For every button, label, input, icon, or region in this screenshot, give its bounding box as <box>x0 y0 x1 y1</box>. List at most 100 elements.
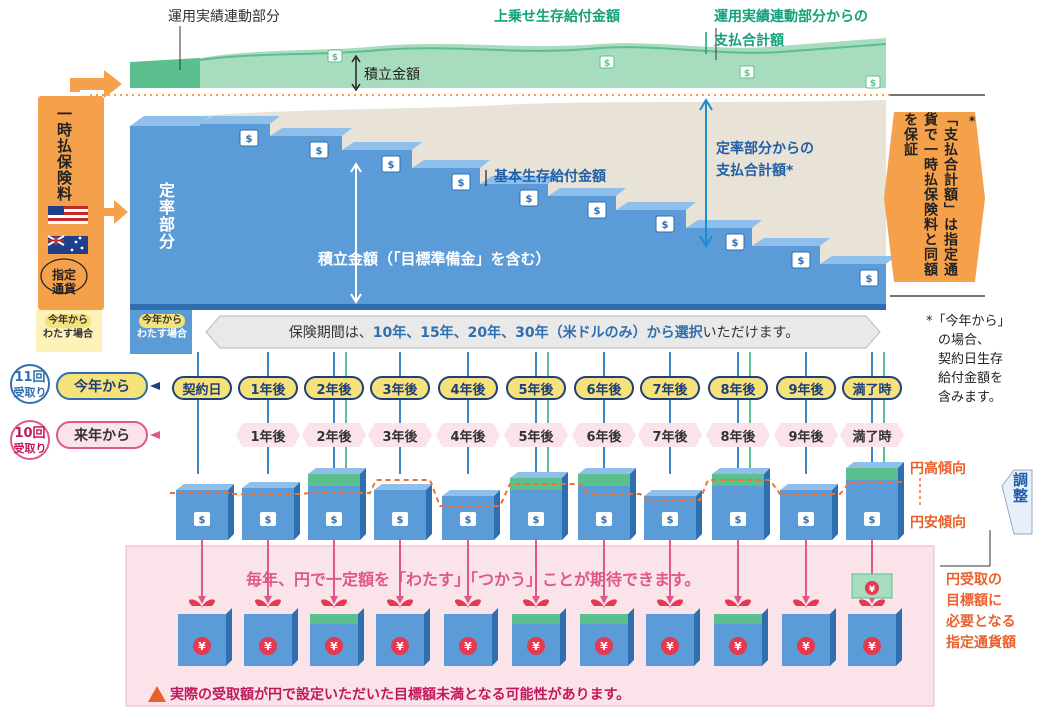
warning-line: 実際の受取額が円で設定いただいた目標額未満となる可能性があります。 <box>148 684 630 704</box>
premium-label: 一時払保険料 <box>55 106 73 202</box>
yen-icon: ¥ <box>734 640 742 653</box>
row1-item: 5年後 <box>506 376 566 400</box>
final-yen-coin <box>865 581 879 595</box>
fixed-step-top <box>820 256 896 264</box>
footnote-line-4: 給付金額を <box>938 371 1004 386</box>
period-highlight: 10年、15年、20年、30年（米ドルのみ）から選択 <box>372 325 703 341</box>
fixed-dollar-box <box>859 269 879 287</box>
warning-text: 実際の受取額が円で設定いただいた目標額未満となる可能性があります。 <box>170 687 631 703</box>
dollar-icon: $ <box>662 220 669 231</box>
yen-flow-arrowhead <box>464 596 472 604</box>
currency-box-side <box>832 484 838 540</box>
us-flag-stripe <box>48 206 88 209</box>
dollar-icon: $ <box>533 515 540 526</box>
gift-bow <box>522 599 550 608</box>
dollar-icon: $ <box>316 146 323 157</box>
currency-box-dollar-bg <box>326 512 342 526</box>
fixed-step-top <box>686 220 762 228</box>
gift-box-side <box>762 608 768 666</box>
footnote-line-2: の場合、 <box>938 333 991 348</box>
gift-box <box>848 599 902 666</box>
currency-box-side <box>360 468 366 540</box>
gift-box-side <box>694 608 700 666</box>
currency-box-side <box>898 462 904 540</box>
variable-dollar-box <box>327 49 343 63</box>
dollar-icon: $ <box>331 515 338 526</box>
currency-box-top <box>846 462 904 468</box>
us-flag-stripe <box>48 212 88 215</box>
au-flag-star <box>74 240 78 244</box>
gift-bow <box>656 599 684 608</box>
variable-accum-label: 積立金額 <box>364 67 420 83</box>
fx-target-line <box>170 479 904 507</box>
premium-to-fixed-arrow <box>104 200 128 224</box>
target-note-4: 指定通貨額 <box>946 635 1016 651</box>
gift-box-side <box>628 608 634 666</box>
gift-box-side <box>896 608 902 666</box>
currency-box-dollar-bg <box>260 512 276 526</box>
fixed-dollar-box <box>655 215 675 233</box>
yen-flow-arrowhead <box>396 596 404 604</box>
yen-flow-arrowhead <box>802 596 810 604</box>
gift-bow <box>454 599 482 608</box>
fixed-part-label: 定率部分 <box>156 182 175 250</box>
fixed-total-mark: * <box>786 163 794 179</box>
fixed-dollar-box <box>451 173 471 191</box>
yen-icon: ¥ <box>802 640 810 653</box>
row2-item: 5年後 <box>504 423 568 447</box>
yen-coin <box>797 637 815 655</box>
us-flag-icon <box>48 206 88 224</box>
dollar-icon: $ <box>199 515 206 526</box>
currency-box <box>578 468 636 540</box>
row2-item: 満了時 <box>840 423 904 447</box>
yen-icon: ¥ <box>868 640 876 653</box>
row2-item: 8年後 <box>706 423 770 447</box>
guarantee-mark: * <box>969 114 976 128</box>
gift-box <box>580 599 634 666</box>
row1-item: 6年後 <box>574 376 634 400</box>
row1-count-1: 11回 <box>14 370 46 385</box>
premium-column <box>38 96 104 310</box>
variable-wave-edge <box>199 43 887 61</box>
dollar-icon: $ <box>458 178 465 189</box>
us-flag-stripe <box>48 218 88 221</box>
currency-box-dollar-bg <box>392 512 408 526</box>
gift-box <box>782 599 836 666</box>
footnote-line-1: *「今年から」 <box>926 314 1011 329</box>
fixed-step-top <box>412 160 490 168</box>
row2-item: 9年後 <box>774 423 838 447</box>
footnote-line-3: 契約日生存 <box>938 352 1004 367</box>
yen-flow-arrowhead <box>264 596 272 604</box>
fixed-total-arrowheads <box>699 98 713 248</box>
currency-box-side <box>562 472 568 540</box>
fixed-total-label-2: 支払合計額 <box>716 163 786 179</box>
currency-box-side <box>696 490 702 540</box>
target-note-1: 円受取の <box>946 572 1002 588</box>
currency-oval <box>40 258 88 294</box>
au-flag-star <box>80 246 84 250</box>
gift-box-side <box>358 608 364 666</box>
dollar-icon: $ <box>397 515 404 526</box>
row2-item: 2年後 <box>302 423 366 447</box>
currency-box-dollar-bg <box>596 512 612 526</box>
dollar-icon: $ <box>604 59 610 69</box>
gift-box <box>376 599 430 666</box>
currency-box <box>712 468 770 540</box>
fixed-dollar-box <box>381 155 401 173</box>
variable-part-label: 運用実績連動部分 <box>168 9 280 25</box>
period-banner: 保険期間は、10年、15年、20年、30年（米ドルのみ）から選択いただけます。 <box>212 318 876 346</box>
au-flag-star <box>78 236 82 240</box>
gift-box <box>310 599 364 666</box>
fixed-accum-note: 積立金額（「目標準備金」を含む） <box>318 250 551 268</box>
guarantee-box <box>884 112 985 282</box>
fixed-step-top <box>548 188 626 196</box>
adjust-banner <box>1001 469 1033 535</box>
variable-base-block <box>130 58 200 88</box>
fixed-this-year-tag: 今年から わたす場合 <box>132 314 192 342</box>
fixed-step-top <box>480 176 558 184</box>
currency-box-green-layer <box>308 474 360 486</box>
row1-item: 3年後 <box>370 376 430 400</box>
yen-flow-arrowhead <box>330 596 338 604</box>
currency-box-dollar-bg <box>460 512 476 526</box>
gift-box-side <box>424 608 430 666</box>
